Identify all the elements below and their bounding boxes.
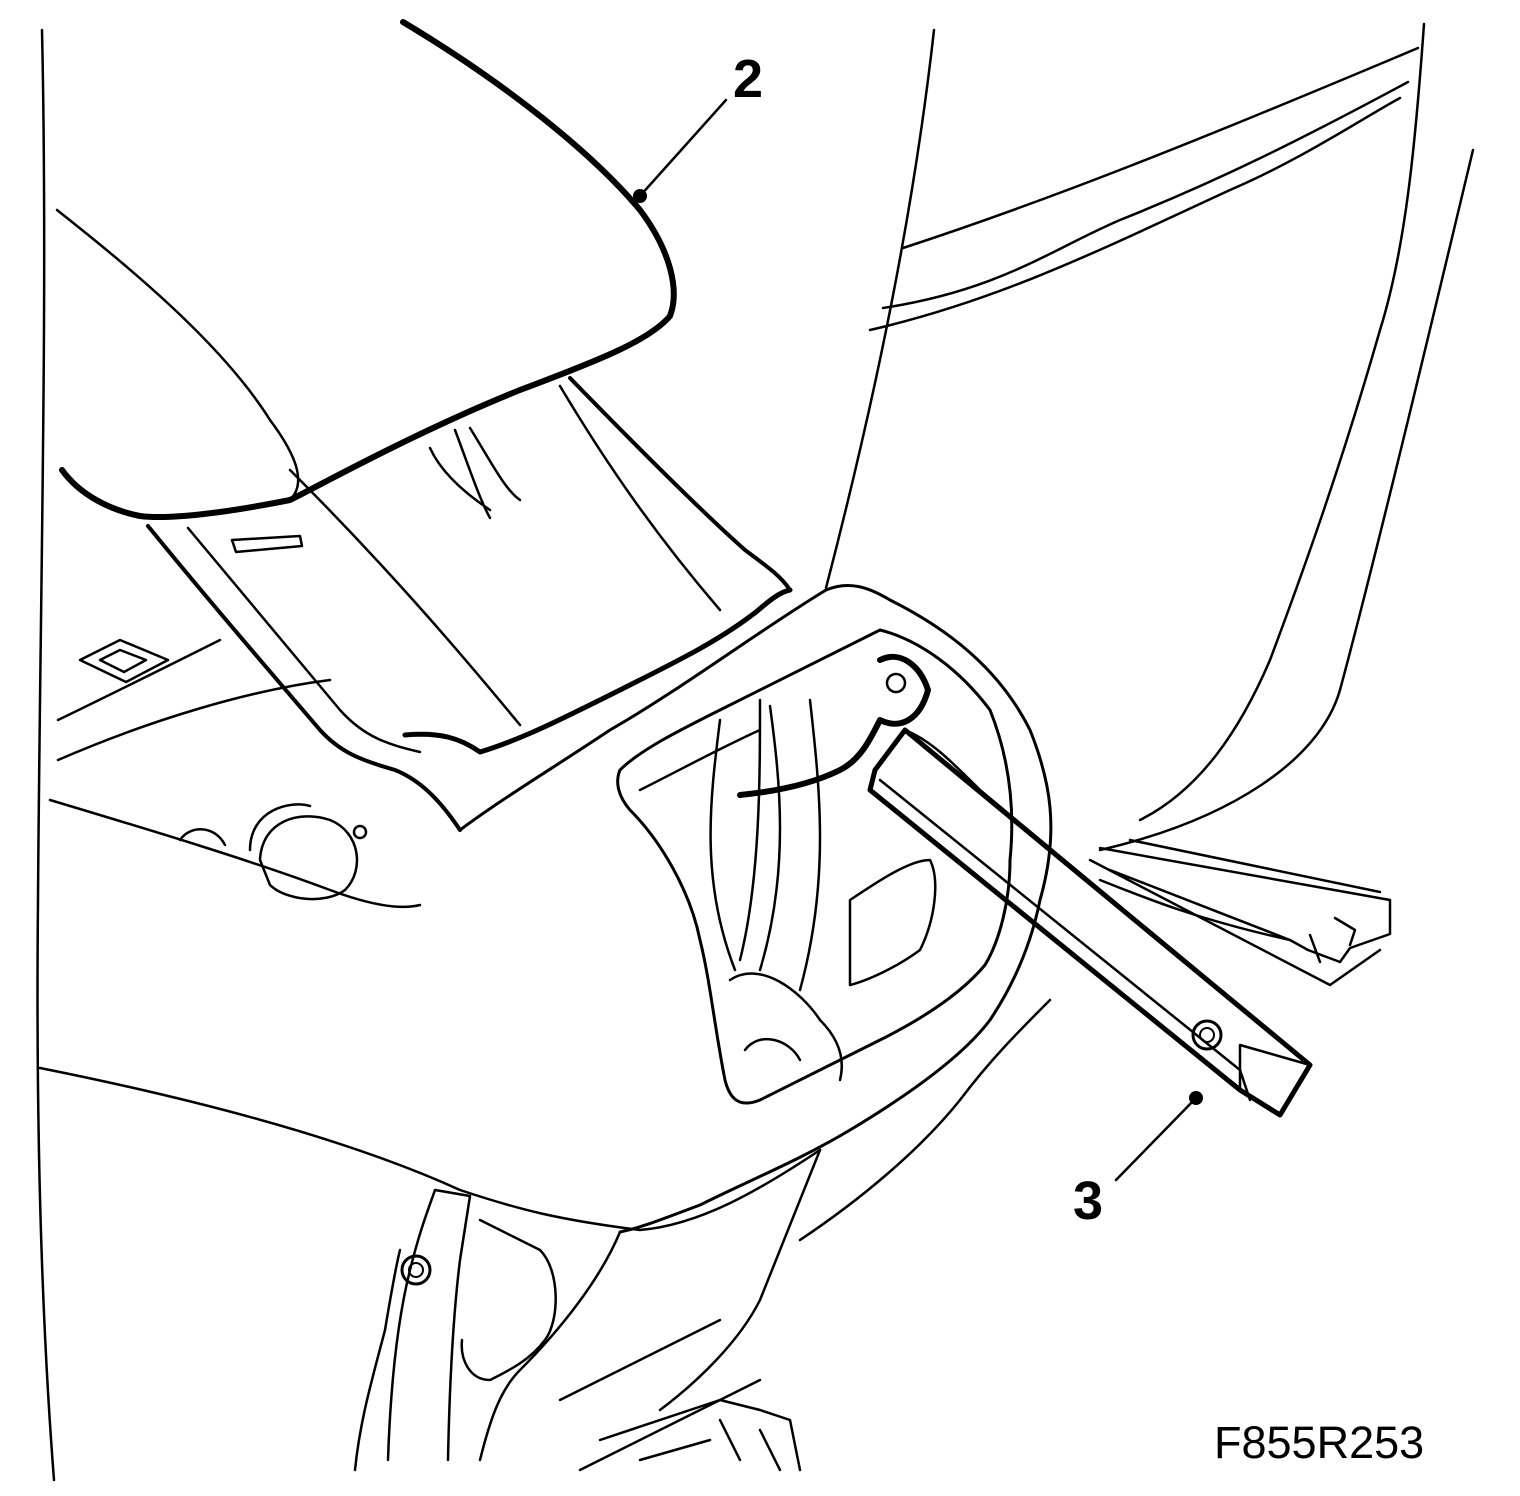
seat-rail-bolt [400, 1254, 432, 1286]
console-base-line [38, 1066, 822, 1232]
lower-console-curve [478, 1230, 622, 1462]
console-bracket-outer [458, 583, 1053, 1234]
diamond-marker [78, 638, 170, 684]
console-floor-front [48, 798, 422, 909]
trim-tool-hole [1191, 1019, 1223, 1051]
compartment-clip-2 [428, 446, 492, 512]
compartment-front-rim [402, 587, 793, 755]
trim-tool-tip [1238, 1043, 1312, 1117]
seat-rail-left-inner [353, 1248, 402, 1472]
console-bracket-inner-2 [638, 698, 762, 972]
console-floor-rear [56, 638, 332, 762]
compartment-right-inner [558, 384, 722, 612]
seat-back-far-right [1138, 22, 1426, 822]
seat-rail-bottom-steps [598, 1398, 802, 1472]
seat-rail-bracket [460, 1218, 557, 1382]
callout-3-leader [1114, 1096, 1198, 1182]
cupholder-circle [258, 815, 359, 901]
callout-3-dot [1189, 1091, 1203, 1105]
rear-rail-1 [901, 46, 1420, 250]
left-frame-edge [36, 28, 56, 1482]
seat-back-left-edge [824, 28, 936, 590]
callout-number-2: 2 [733, 49, 764, 109]
lower-console-line-3 [798, 998, 1052, 1242]
callout-2-dot [633, 189, 647, 203]
rear-rail-3 [868, 96, 1402, 332]
callout-number-3: 3 [1073, 1171, 1104, 1231]
cup-left [178, 828, 227, 847]
screw-dot-left [352, 824, 368, 840]
trim-tool-hole-inner [1199, 1027, 1215, 1043]
console-right-inner-frame [848, 858, 937, 987]
compartment-right-wall [568, 376, 792, 592]
figure-code-label: F855R253 [1214, 1417, 1425, 1468]
console-inner-bottom [728, 972, 844, 1082]
seat-right-outer [1098, 148, 1475, 852]
seat-rail-lower-line [558, 1318, 762, 1472]
screw-dot-bracket [885, 672, 907, 694]
rear-rail-2 [881, 80, 1410, 310]
seat-slide-rail [1098, 838, 1392, 964]
armrest-lid-outline [59, 19, 677, 521]
armrest-lid-top [55, 208, 300, 502]
compartment-hinge-slot [230, 534, 304, 554]
seat-slide-rail-2 [1088, 858, 1382, 987]
compartment-floor-line [288, 468, 522, 727]
lower-console-line-2 [658, 1148, 822, 1412]
compartment-clip-1 [453, 426, 522, 520]
cupholder-rim [248, 803, 312, 852]
console-vertical-support [758, 698, 822, 992]
bracket-tab [737, 653, 931, 798]
seat-rail-left [386, 1188, 472, 1462]
compartment-left-wall [146, 524, 462, 832]
callout-2-leader [638, 98, 728, 198]
seat-rail-bolt-inner [408, 1262, 424, 1278]
console-bracket-inner [616, 628, 1014, 1105]
compartment-left-wall-inner [186, 526, 422, 754]
